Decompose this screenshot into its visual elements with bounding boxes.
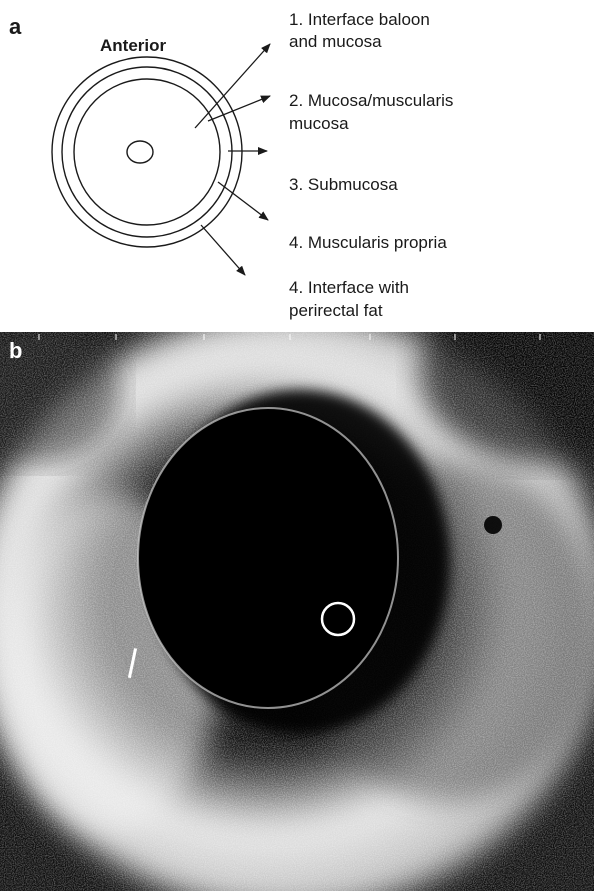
layer-5-label-line-1: 4. Interface with — [289, 278, 409, 297]
layer-2-label-line-2: mucosa — [289, 114, 349, 133]
ultrasound-panel: b — [0, 332, 594, 891]
outer-ring — [52, 57, 242, 247]
dark-spot — [484, 516, 502, 534]
middle-ring — [62, 67, 232, 237]
probe-circle — [127, 141, 153, 163]
ultrasound-image — [0, 332, 594, 891]
layer-5-label-line-2: perirectal fat — [289, 301, 383, 320]
layer-3-label: 3. Submucosa — [289, 175, 398, 194]
panel-b-letter: b — [9, 338, 22, 364]
balloon-lumen — [138, 408, 398, 708]
arrow-layer-2 — [208, 96, 270, 121]
layer-2-label-line-1: 2. Mucosa/muscularis — [289, 91, 453, 110]
layer-1-label-line-2: and mucosa — [289, 32, 382, 51]
schematic-panel: a Anterior 1. Interface baloon and mucos… — [0, 0, 594, 332]
arrow-layer-5 — [201, 225, 245, 275]
anterior-label: Anterior — [100, 36, 167, 55]
arrow-layer-4 — [218, 182, 268, 220]
arrow-layer-1 — [195, 44, 270, 128]
layer-4-label: 4. Muscularis propria — [289, 233, 447, 252]
layer-diagram: Anterior 1. Interface baloon and mucosa … — [0, 0, 594, 332]
inner-ring — [74, 79, 220, 225]
layer-1-label-line-1: 1. Interface baloon — [289, 10, 430, 29]
